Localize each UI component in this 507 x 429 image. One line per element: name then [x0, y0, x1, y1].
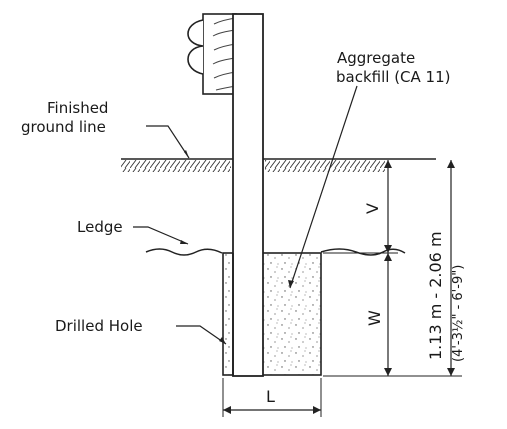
label-finished-1: Finished — [47, 99, 108, 117]
label-ledge: Ledge — [77, 218, 123, 236]
label-v: V — [363, 203, 382, 214]
leader-aggregate — [289, 85, 358, 289]
post — [232, 13, 264, 377]
label-depth-imperial: (4'-3½" - 6'-9") — [451, 265, 466, 362]
leader-drilled-hole — [176, 325, 227, 345]
leader-finished — [146, 125, 190, 159]
label-w: W — [365, 310, 384, 326]
label-aggregate-2: backfill (CA 11) — [336, 68, 451, 86]
label-aggregate-1: Aggregate — [337, 49, 415, 67]
label-depth-metric: 1.13 m - 2.06 m — [426, 231, 445, 360]
ledge-line — [145, 248, 406, 256]
guardrail-blockout — [187, 13, 237, 95]
dimension-total-depth: 1.13 m - 2.06 m (4'-3½" - 6'-9") — [426, 160, 466, 376]
dimension-l: L — [222, 378, 322, 417]
leader-ledge — [133, 226, 189, 245]
label-finished-2: ground line — [21, 118, 106, 136]
label-l: L — [266, 387, 275, 406]
dimension-w: W — [365, 253, 392, 376]
dimension-v: V — [363, 160, 392, 253]
ground-surface — [121, 158, 436, 172]
label-drilled-hole: Drilled Hole — [55, 317, 143, 335]
